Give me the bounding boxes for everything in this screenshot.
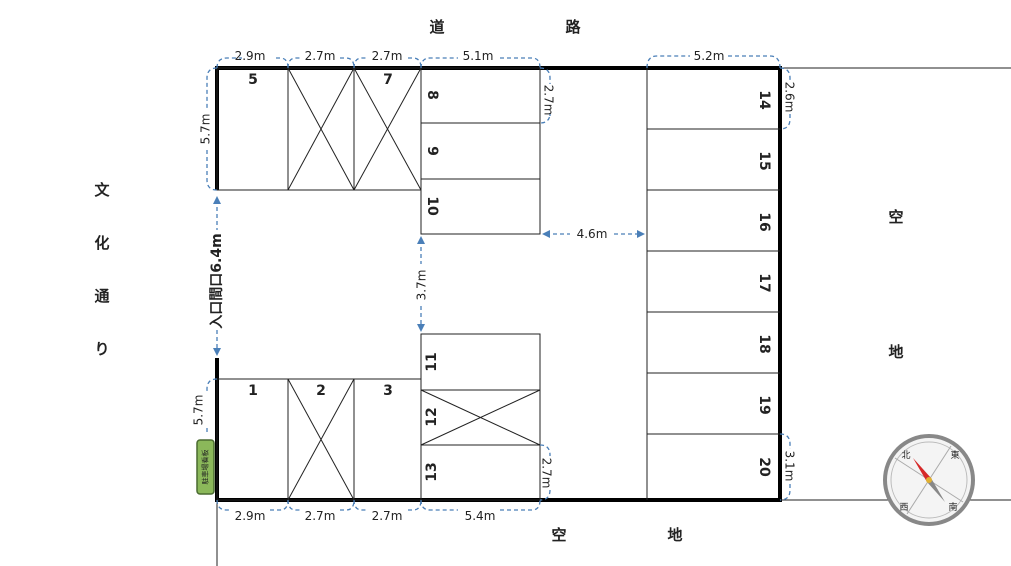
space-3: 3 [383,383,393,399]
space-16: 16 [756,212,772,231]
dim-bottom-3: 2.7m [372,509,403,523]
entrance-label: 入口間口6.4m [209,233,225,328]
arrow-down-icon [213,348,221,356]
compass-needle-north [913,458,931,482]
lot-boundary [215,66,782,502]
right-brace-14 [779,67,791,130]
space-10: 10 [424,196,440,216]
left-top-brace [206,67,218,191]
dim-top-5: 5.2m [694,49,725,63]
space-20: 20 [756,457,772,477]
arrow-up-icon [213,196,221,204]
dim-top-4: 5.1m [463,49,494,63]
street-label-4: り [94,340,109,358]
cross-out-line [420,389,541,446]
cross-out-line [353,67,422,191]
block-bottom-left [216,378,422,501]
space-2: 2 [316,383,326,399]
dim-right-8: 2.7m [542,85,556,116]
space-18: 18 [756,334,772,353]
compass-west: 西 [899,502,908,513]
sign-label: 駐車場看板 [201,450,210,485]
dim-left-bottom: 5.7m [192,395,206,426]
dim-top-3: 2.7m [372,49,403,63]
compass-north: 北 [901,450,910,461]
space-12: 12 [424,407,440,426]
dim-mid-vertical: 3.7m [415,270,429,301]
right-brace-8 [539,67,551,124]
space-9: 9 [424,146,440,156]
parking-sign [196,439,215,495]
road-label-2: 路 [565,18,581,36]
space-19: 19 [756,395,772,414]
space-8: 8 [424,90,440,100]
dim-bottom-4: 5.4m [465,509,496,523]
empty-lot-bottom-1: 空 [551,526,566,544]
dim-right-14: 2.6m [783,82,797,113]
empty-lot-right-2: 地 [888,343,903,361]
empty-lot-bottom-2: 地 [667,526,682,544]
compass-south: 南 [948,501,957,513]
space-5: 5 [248,72,258,88]
dim-top-1: 2.9m [235,49,266,63]
dim-left-top: 5.7m [199,114,213,145]
dim-mid-horizontal: 4.6m [577,227,608,241]
dim-bottom-1: 2.9m [235,509,266,523]
compass-east: 東 [950,449,959,461]
space-17: 17 [756,273,772,292]
dim-right-20: 3.1m [783,451,797,482]
space-7: 7 [383,72,393,88]
arrow-left-icon [542,230,550,238]
space-15: 15 [756,151,772,170]
space-13: 13 [424,462,440,481]
street-label-3: 通 [94,287,109,305]
arrow-right-icon [637,230,645,238]
block-8-10 [420,67,541,235]
arrow-down-icon [417,324,425,332]
right-brace-20 [779,433,791,501]
compass-icon: 北 東 南 西 [883,434,975,526]
left-bottom-brace [206,378,218,435]
road-label-1: 道 [429,18,444,36]
dim-bottom-2: 2.7m [305,509,336,523]
bottom-dimension-braces [216,499,541,511]
arrow-up-icon [417,236,425,244]
cross-out-line [287,378,355,501]
space-11: 11 [424,352,440,371]
top-dimension-braces [216,55,781,69]
space-14: 14 [756,90,772,110]
dim-right-13: 2.7m [540,458,554,489]
space-1: 1 [248,383,258,399]
right-brace-13 [539,444,551,501]
compass-needle-south [927,478,945,502]
street-label-1: 文 [94,181,110,199]
cross-out-line [287,67,355,191]
dim-top-2: 2.7m [305,49,336,63]
empty-lot-right-1: 空 [888,208,903,226]
street-label-2: 化 [94,234,109,252]
